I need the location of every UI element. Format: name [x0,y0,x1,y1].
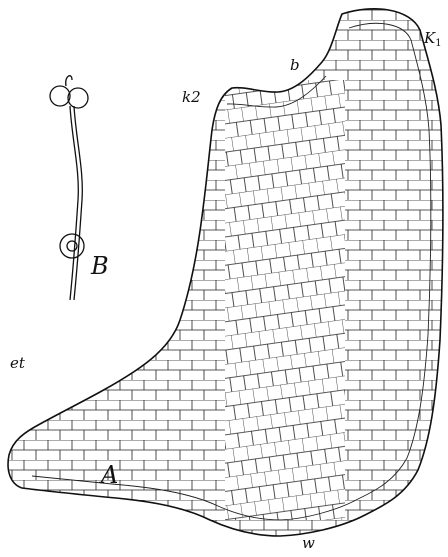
label-panel-b: B [91,254,109,278]
label-k1: K1 [424,31,442,49]
label-k2: k2 [182,90,201,105]
label-w: w [302,536,315,551]
label-et: et [10,356,25,371]
label-panel-a: A [101,463,118,487]
label-b: b [290,58,300,73]
seedling-sketch [50,76,88,300]
